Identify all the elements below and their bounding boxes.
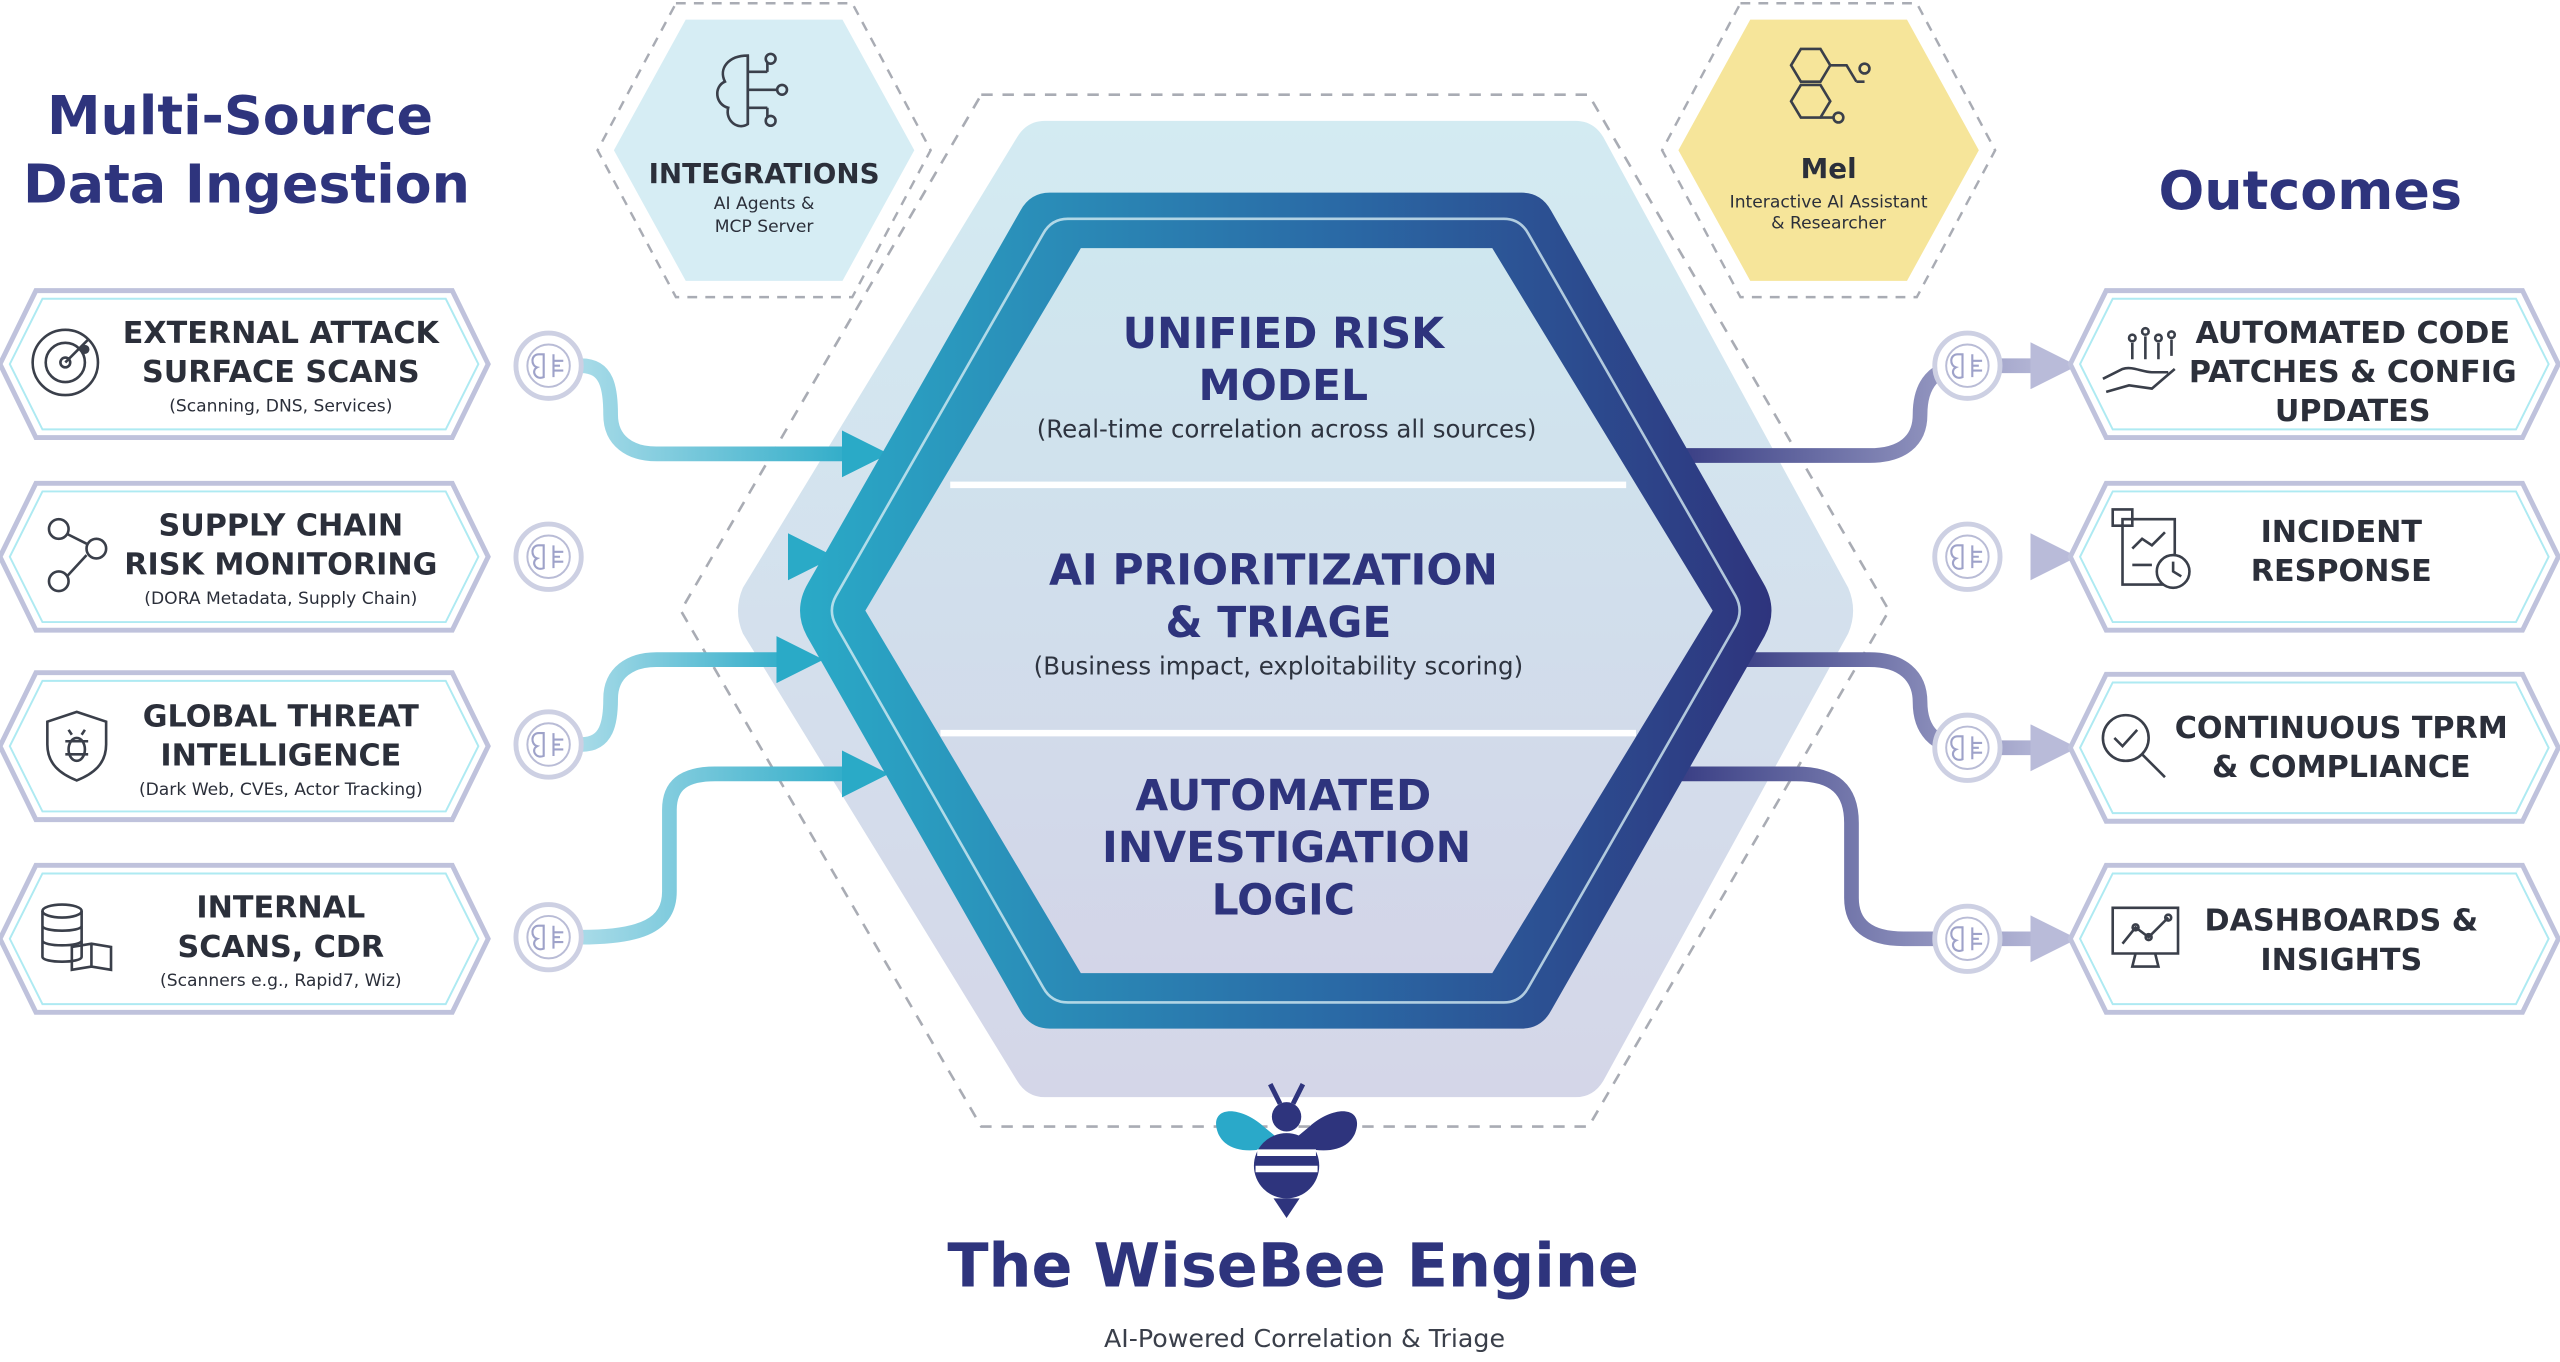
source-node-3 (516, 712, 581, 777)
svg-text:INVESTIGATION: INVESTIGATION (1102, 824, 1471, 873)
svg-text:UNIFIED RISK: UNIFIED RISK (1123, 310, 1447, 359)
svg-text:PATCHES & CONFIG: PATCHES & CONFIG (2189, 355, 2517, 390)
mel-subtitle-1: Interactive AI Assistant (1730, 192, 1928, 212)
engine-layer-automated-investigation: AUTOMATED INVESTIGATION LOGIC (1102, 772, 1471, 925)
svg-text:RESPONSE: RESPONSE (2251, 554, 2432, 589)
svg-text:UPDATES: UPDATES (2275, 394, 2431, 429)
source-node-1 (516, 333, 581, 398)
svg-text:& COMPLIANCE: & COMPLIANCE (2212, 750, 2471, 785)
engine-layer-unified-risk: UNIFIED RISK MODEL (Real-time correlatio… (1037, 310, 1537, 444)
engine-tagline: AI-Powered Correlation & Triage (1104, 1324, 1505, 1353)
left-title-line-2: Data Ingestion (23, 152, 470, 215)
outcome-node-1 (1935, 333, 2000, 398)
outcome-automated-patches: AUTOMATED CODE PATCHES & CONFIG UPDATES (2067, 288, 2560, 441)
svg-text:(Dark Web, CVEs, Actor Trackin: (Dark Web, CVEs, Actor Tracking) (139, 780, 423, 800)
source-node-2 (516, 524, 581, 589)
outcome-node-2 (1935, 524, 2000, 589)
mel-subtitle-2: & Researcher (1771, 214, 1887, 234)
source-internal-scans: INTERNAL SCANS, CDR (Scanners e.g., Rapi… (0, 862, 491, 1015)
hand-circuit-icon (2102, 326, 2177, 394)
shield-bug-icon (46, 710, 108, 782)
network-people-icon (47, 517, 108, 593)
svg-text:EXTERNAL ATTACK: EXTERNAL ATTACK (123, 316, 441, 351)
magnifier-check-icon (2101, 713, 2166, 779)
svg-text:MODEL: MODEL (1199, 362, 1369, 411)
svg-text:INTERNAL: INTERNAL (196, 891, 365, 926)
source-global-threat: GLOBAL THREAT INTELLIGENCE (Dark Web, CV… (0, 670, 491, 823)
svg-text:(Business impact, exploitabili: (Business impact, exploitability scoring… (1034, 651, 1523, 680)
outcome-incident-response: INCIDENT RESPONSE (2067, 480, 2560, 633)
svg-text:(Scanning, DNS, Services): (Scanning, DNS, Services) (169, 396, 392, 416)
source-supply-chain: SUPPLY CHAIN RISK MONITORING (DORA Metad… (0, 480, 491, 633)
engine-ring-inner-line (830, 217, 1741, 1004)
mel-hexagon: Mel Interactive AI Assistant & Researche… (1660, 2, 1997, 299)
svg-text:SCANS, CDR: SCANS, CDR (177, 930, 384, 965)
outcome-node-3 (1935, 715, 2000, 780)
monitor-chart-icon (2111, 906, 2180, 968)
engine-core (865, 248, 1713, 974)
radar-icon (31, 328, 100, 397)
svg-text:& TRIAGE: & TRIAGE (1165, 599, 1391, 648)
integrations-subtitle-1: AI Agents & (714, 194, 815, 214)
svg-text:SURFACE SCANS: SURFACE SCANS (142, 355, 420, 390)
integrations-subtitle-2: MCP Server (715, 217, 815, 237)
svg-text:INSIGHTS: INSIGHTS (2260, 943, 2422, 978)
source-node-4 (516, 905, 581, 970)
svg-text:LOGIC: LOGIC (1212, 876, 1355, 925)
integrations-hexagon: INTEGRATIONS AI Agents & MCP Server (596, 2, 933, 299)
svg-text:(Real-time correlation across: (Real-time correlation across all source… (1037, 415, 1537, 444)
svg-text:AI PRIORITIZATION: AI PRIORITIZATION (1049, 547, 1498, 596)
database-book-icon (41, 903, 113, 972)
source-external-attack-surface: EXTERNAL ATTACK SURFACE SCANS (Scanning,… (0, 288, 491, 441)
engine-name: The WiseBee Engine (947, 1232, 1639, 1302)
left-title-line-1: Multi-Source (47, 84, 433, 147)
mel-title: Mel (1801, 152, 1857, 185)
outcome-continuous-tprm: CONTINUOUS TPRM & COMPLIANCE (2067, 671, 2560, 824)
svg-text:(DORA Metadata, Supply Chain): (DORA Metadata, Supply Chain) (144, 589, 417, 609)
outcome-node-4 (1935, 906, 2000, 971)
bee-icon (1216, 1083, 1358, 1218)
integrations-title: INTEGRATIONS (649, 157, 880, 190)
svg-text:GLOBAL THREAT: GLOBAL THREAT (143, 700, 419, 735)
engine-layer-ai-prioritization: AI PRIORITIZATION & TRIAGE (Business imp… (1034, 547, 1523, 681)
right-title: Outcomes (2159, 159, 2463, 222)
left-connectors (580, 358, 889, 945)
svg-text:DASHBOARDS &: DASHBOARDS & (2205, 904, 2479, 939)
outcome-dashboards: DASHBOARDS & INSIGHTS (2067, 862, 2560, 1015)
svg-text:AUTOMATED CODE: AUTOMATED CODE (2195, 316, 2510, 351)
svg-text:CONTINUOUS TPRM: CONTINUOUS TPRM (2175, 711, 2508, 746)
svg-text:INCIDENT: INCIDENT (2261, 515, 2423, 550)
brain-circuit-icon (716, 52, 789, 128)
svg-text:SUPPLY CHAIN: SUPPLY CHAIN (158, 509, 403, 544)
svg-text:RISK MONITORING: RISK MONITORING (124, 548, 437, 583)
molecule-hexagons-icon (1789, 47, 1871, 124)
svg-text:(Scanners e.g., Rapid7, Wiz): (Scanners e.g., Rapid7, Wiz) (160, 971, 402, 991)
clipboard-clock-icon (2111, 508, 2191, 590)
svg-text:INTELLIGENCE: INTELLIGENCE (160, 739, 401, 774)
svg-text:AUTOMATED: AUTOMATED (1135, 772, 1431, 821)
